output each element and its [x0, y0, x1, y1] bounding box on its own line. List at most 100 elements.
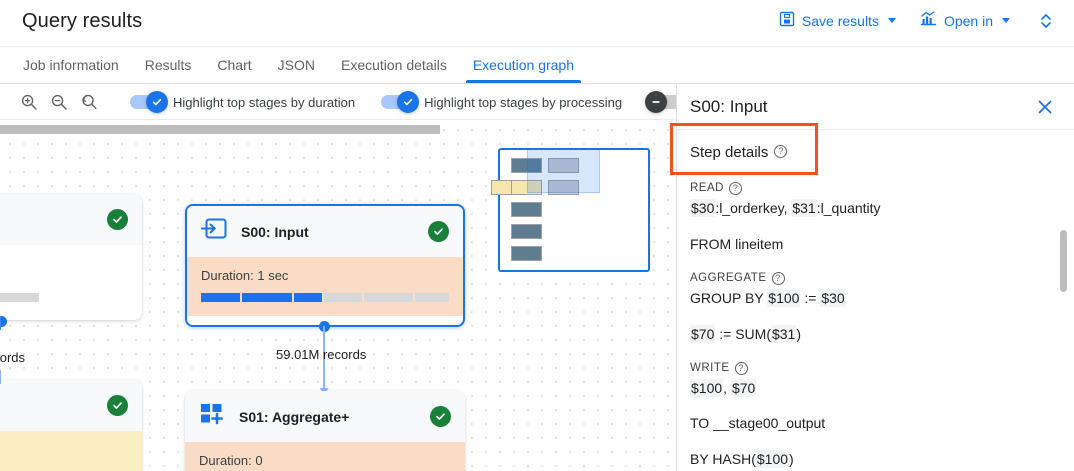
node-header: S01: Aggregate+ [185, 391, 465, 442]
chevron-down-icon [1002, 18, 1010, 23]
status-success-icon [107, 209, 128, 230]
bar-segment [415, 293, 449, 302]
graph-node-s00[interactable]: S00: Input Duration: 1 sec [185, 204, 465, 327]
check-icon [146, 91, 168, 113]
zoom-reset-icon[interactable] [76, 89, 102, 115]
canvas-horizontal-scrollbar[interactable] [0, 125, 440, 134]
step-details-panel: S00: Input Step details ? READ ? $30:l_o… [676, 85, 1074, 471]
panel-vertical-scrollbar[interactable] [1060, 230, 1067, 292]
zoom-controls [0, 89, 102, 115]
check-icon [397, 91, 420, 113]
toggle-switch-processing[interactable] [381, 91, 420, 113]
node-body: Duration: 0 [185, 442, 465, 471]
token: $30 [820, 288, 846, 307]
token: $31 [791, 199, 817, 217]
panel-divider [677, 129, 1074, 130]
chart-icon [920, 11, 937, 30]
token: $30 [690, 199, 716, 217]
save-results-icon [779, 11, 795, 30]
save-results-button[interactable]: Save results [777, 9, 898, 32]
toggle-switch-duration[interactable] [130, 91, 168, 113]
field-label-read: READ ? [690, 181, 1058, 195]
node-title: S01: Aggregate+ [239, 408, 350, 425]
bar-segment [323, 293, 362, 302]
tab-execution-graph[interactable]: Execution graph [460, 47, 587, 83]
field-value-group-by: GROUP BY $100 := $30 [690, 288, 846, 307]
token: $70 [690, 324, 716, 343]
help-icon[interactable]: ? [734, 361, 748, 375]
field-label-text: AGGREGATE [690, 271, 767, 284]
bar-segment [242, 293, 292, 302]
help-icon[interactable]: ? [774, 145, 788, 158]
toggle-switch-third[interactable] [645, 91, 676, 113]
tab-job-information[interactable]: Job information [23, 57, 119, 73]
field-value-from: FROM lineitem [690, 235, 784, 252]
field-label-aggregate: AGGREGATE ? [690, 271, 1058, 285]
graph-node-left-top[interactable] [0, 194, 142, 320]
token: $100 [690, 378, 724, 397]
graph-node-left-bottom[interactable] [0, 380, 142, 471]
field-value-by-hash: BY HASH($100) [690, 450, 794, 469]
field-label-write: WRITE ? [690, 361, 1058, 375]
node-body: Duration: 1 sec [187, 257, 463, 316]
toggle-highlight-processing[interactable]: Highlight top stages by processing [381, 91, 623, 113]
status-success-icon [430, 406, 451, 427]
bar-segment [293, 293, 322, 302]
minimap-node [511, 246, 542, 261]
help-icon[interactable]: ? [771, 271, 785, 285]
tab-json[interactable]: JSON [277, 57, 315, 73]
node-progress-bar [201, 293, 449, 302]
edge-line [0, 370, 1, 384]
minimap-node [511, 180, 542, 195]
node-duration-label: Duration: 0 [199, 453, 263, 468]
execution-graph-minimap[interactable] [491, 148, 650, 272]
node-header [0, 380, 142, 431]
field-label-text: READ [690, 182, 724, 194]
node-progress-bar [0, 293, 128, 302]
graph-toolbar: Highlight top stages by duration Highlig… [0, 85, 676, 120]
minimap-node [548, 158, 579, 173]
minimap-node [511, 202, 542, 217]
token: $70 [730, 378, 757, 397]
tab-chart[interactable]: Chart [217, 57, 252, 73]
field-value-sum: $70 := SUM($31) [690, 324, 802, 343]
tab-execution-details[interactable]: Execution details [340, 57, 447, 73]
toggle-third[interactable] [645, 91, 676, 113]
toggle-highlight-duration[interactable]: Highlight top stages by duration [130, 91, 356, 113]
save-results-label: Save results [801, 12, 879, 29]
node-body [0, 431, 142, 471]
edge-connector-dot [0, 316, 7, 327]
node-duration-label: Duration: 1 sec [201, 268, 289, 283]
status-success-icon [428, 221, 449, 242]
graph-node-s01[interactable]: S01: Aggregate+ Duration: 0 [185, 391, 465, 471]
expand-collapse-icon[interactable] [1032, 11, 1060, 31]
toggle-label-duration: Highlight top stages by duration [173, 94, 356, 110]
close-icon[interactable] [1032, 94, 1058, 120]
field-value-read: $30:l_orderkey, $31:l_quantity [690, 199, 881, 217]
zoom-in-icon[interactable] [16, 89, 42, 115]
panel-header: S00: Input [677, 85, 1074, 129]
status-success-icon [107, 395, 128, 416]
bar-segment [0, 293, 39, 302]
node-duration-label [0, 256, 128, 273]
execution-graph-canvas[interactable]: ecords S00: Input [0, 120, 676, 471]
help-icon[interactable]: ? [728, 182, 742, 195]
zoom-out-icon[interactable] [46, 89, 72, 115]
node-header: S00: Input [187, 206, 463, 257]
edge-line [323, 326, 325, 388]
minus-icon [645, 91, 668, 113]
field-value-write: $100, $70 [690, 378, 757, 397]
minimap-viewport[interactable] [527, 149, 600, 193]
tab-results[interactable]: Results [144, 57, 192, 73]
node-header [0, 194, 142, 245]
page-header: Query results Save results [0, 0, 1074, 46]
toggle-label-processing: Highlight top stages by processing [424, 94, 623, 110]
bar-segment [363, 293, 414, 302]
header-actions: Save results Open in [777, 9, 1060, 32]
edge-label-left: ecords [0, 350, 26, 365]
token: $100 [767, 288, 801, 307]
open-in-button[interactable]: Open in [918, 9, 1012, 32]
section-title-label: Step details [690, 144, 769, 161]
field-label-text: WRITE [690, 361, 730, 374]
